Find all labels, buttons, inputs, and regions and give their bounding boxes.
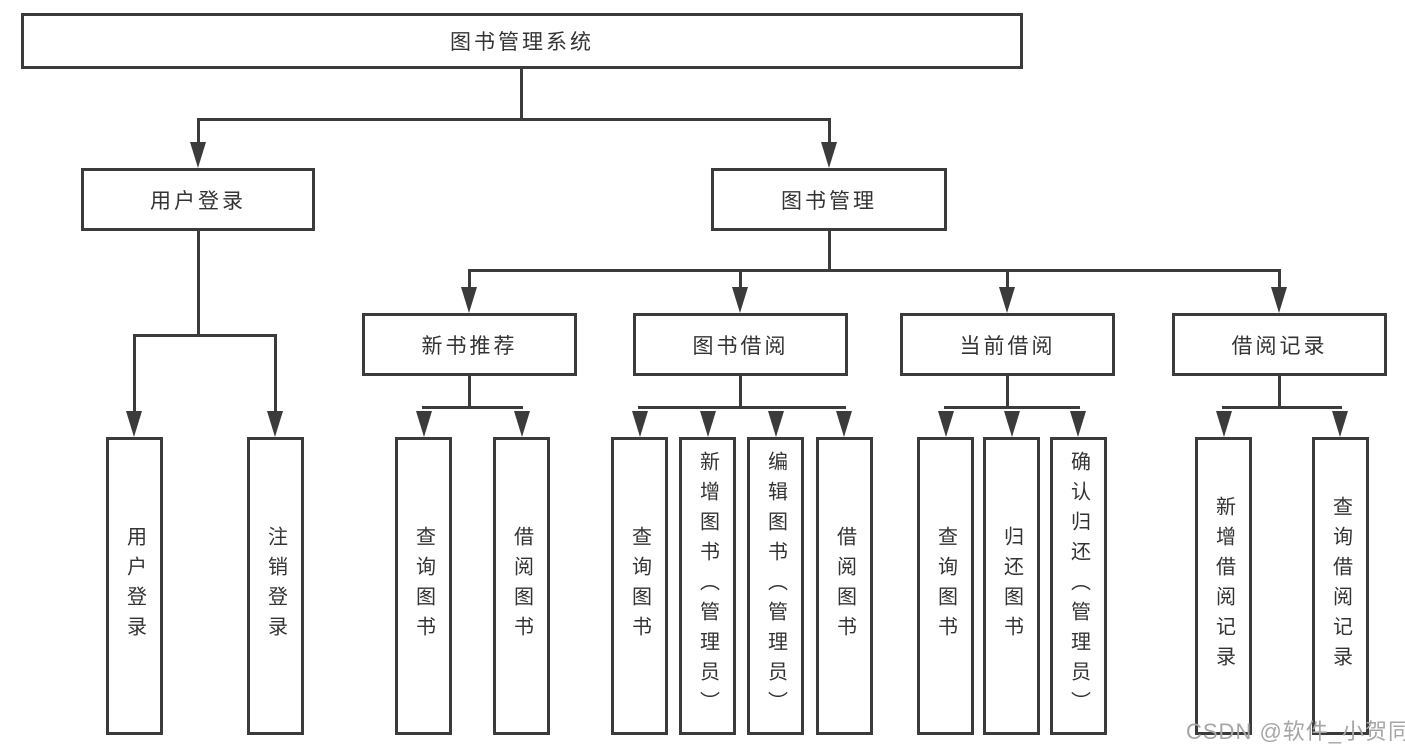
connector-line-v bbox=[1006, 269, 1009, 291]
connector-line-v bbox=[739, 269, 742, 291]
leaf-label: 查询图书 bbox=[628, 526, 651, 646]
arrow-down-icon bbox=[514, 411, 530, 437]
connector-line-v bbox=[197, 118, 200, 146]
arrow-down-icon bbox=[1271, 287, 1287, 313]
connector-line-h bbox=[638, 406, 846, 409]
arrow-down-icon bbox=[1216, 411, 1232, 437]
arrow-down-icon bbox=[126, 411, 142, 437]
arrow-down-icon bbox=[416, 411, 432, 437]
connector-line-v bbox=[1006, 376, 1009, 409]
node-borrowing-records: 借阅记录 bbox=[1172, 313, 1387, 376]
connector-line-v bbox=[468, 269, 471, 291]
arrow-down-icon bbox=[267, 411, 283, 437]
leaf-logout: 注销登录 bbox=[247, 437, 304, 735]
node-user-login-label: 用户登录 bbox=[150, 189, 246, 213]
connector-line-h bbox=[197, 118, 831, 121]
connector-line-v bbox=[1278, 376, 1281, 409]
node-root: 图书管理系统 bbox=[21, 13, 1023, 69]
leaf-user-login: 用户登录 bbox=[106, 437, 163, 735]
leaf-return-books: 归还图书 bbox=[983, 437, 1040, 735]
connector-line-v bbox=[739, 376, 742, 409]
leaf-label: 确认归还（管理员） bbox=[1067, 451, 1090, 721]
connector-line-v bbox=[197, 231, 200, 337]
leaf-add-books-admin: 新增图书（管理员） bbox=[679, 437, 736, 735]
connector-line-v bbox=[133, 334, 136, 414]
leaf-borrow-books: 借阅图书 bbox=[816, 437, 873, 735]
connector-line-v bbox=[1278, 269, 1281, 291]
arrow-down-icon bbox=[938, 411, 954, 437]
leaf-label: 查询借阅记录 bbox=[1329, 496, 1352, 676]
node-new-book-recommend: 新书推荐 bbox=[362, 313, 577, 376]
arrow-down-icon bbox=[700, 411, 716, 437]
node-borrowing-records-label: 借阅记录 bbox=[1231, 334, 1328, 358]
node-new-book-recommend-label: 新书推荐 bbox=[421, 334, 518, 358]
leaf-label: 新增图书（管理员） bbox=[696, 451, 719, 721]
leaf-label: 新增借阅记录 bbox=[1212, 496, 1235, 676]
node-current-borrowing-label: 当前借阅 bbox=[959, 334, 1056, 358]
arrow-down-icon bbox=[461, 287, 477, 313]
connector-line-h bbox=[133, 334, 277, 337]
connector-line-h bbox=[422, 406, 523, 409]
leaf-add-borrow-record: 新增借阅记录 bbox=[1195, 437, 1252, 735]
arrow-down-icon bbox=[1004, 411, 1020, 437]
leaf-label: 归还图书 bbox=[1000, 526, 1023, 646]
arrow-down-icon bbox=[768, 411, 784, 437]
leaf-label: 借阅图书 bbox=[833, 526, 856, 646]
leaf-label: 注销登录 bbox=[264, 526, 287, 646]
leaf-query-books-current: 查询图书 bbox=[917, 437, 974, 735]
leaf-borrow-books-recommend: 借阅图书 bbox=[493, 437, 550, 735]
arrow-down-icon bbox=[732, 287, 748, 313]
connector-line-v bbox=[468, 376, 471, 409]
leaf-label: 编辑图书（管理员） bbox=[764, 451, 787, 721]
leaf-label: 借阅图书 bbox=[510, 526, 533, 646]
arrow-down-icon bbox=[190, 142, 206, 168]
connector-line-v bbox=[520, 69, 523, 121]
arrow-down-icon bbox=[821, 142, 837, 168]
leaf-query-books-borrowing: 查询图书 bbox=[611, 437, 668, 735]
node-book-borrowing: 图书借阅 bbox=[633, 313, 848, 376]
node-book-management-label: 图书管理 bbox=[781, 189, 877, 213]
arrow-down-icon bbox=[632, 411, 648, 437]
node-book-borrowing-label: 图书借阅 bbox=[692, 334, 789, 358]
arrow-down-icon bbox=[999, 287, 1015, 313]
connector-line-h bbox=[468, 269, 1281, 272]
arrow-down-icon bbox=[1070, 411, 1086, 437]
connector-line-v bbox=[828, 231, 831, 272]
node-current-borrowing: 当前借阅 bbox=[900, 313, 1115, 376]
connector-line-h bbox=[944, 406, 1080, 409]
leaf-label: 用户登录 bbox=[123, 526, 146, 646]
arrow-down-icon bbox=[1332, 411, 1348, 437]
csdn-watermark: CSDN @软件_小贺同学 bbox=[1186, 719, 1405, 744]
node-root-label: 图书管理系统 bbox=[450, 31, 594, 54]
node-book-management: 图书管理 bbox=[711, 168, 947, 231]
leaf-query-books-recommend: 查询图书 bbox=[395, 437, 452, 735]
leaf-query-borrow-record: 查询借阅记录 bbox=[1312, 437, 1369, 735]
arrow-down-icon bbox=[836, 411, 852, 437]
leaf-confirm-return-admin: 确认归还（管理员） bbox=[1050, 437, 1107, 735]
leaf-edit-books-admin: 编辑图书（管理员） bbox=[747, 437, 804, 735]
connector-line-v bbox=[274, 334, 277, 414]
connector-line-h bbox=[1222, 406, 1342, 409]
connector-line-v bbox=[828, 118, 831, 146]
node-user-login: 用户登录 bbox=[81, 168, 315, 231]
leaf-label: 查询图书 bbox=[412, 526, 435, 646]
leaf-label: 查询图书 bbox=[934, 526, 957, 646]
